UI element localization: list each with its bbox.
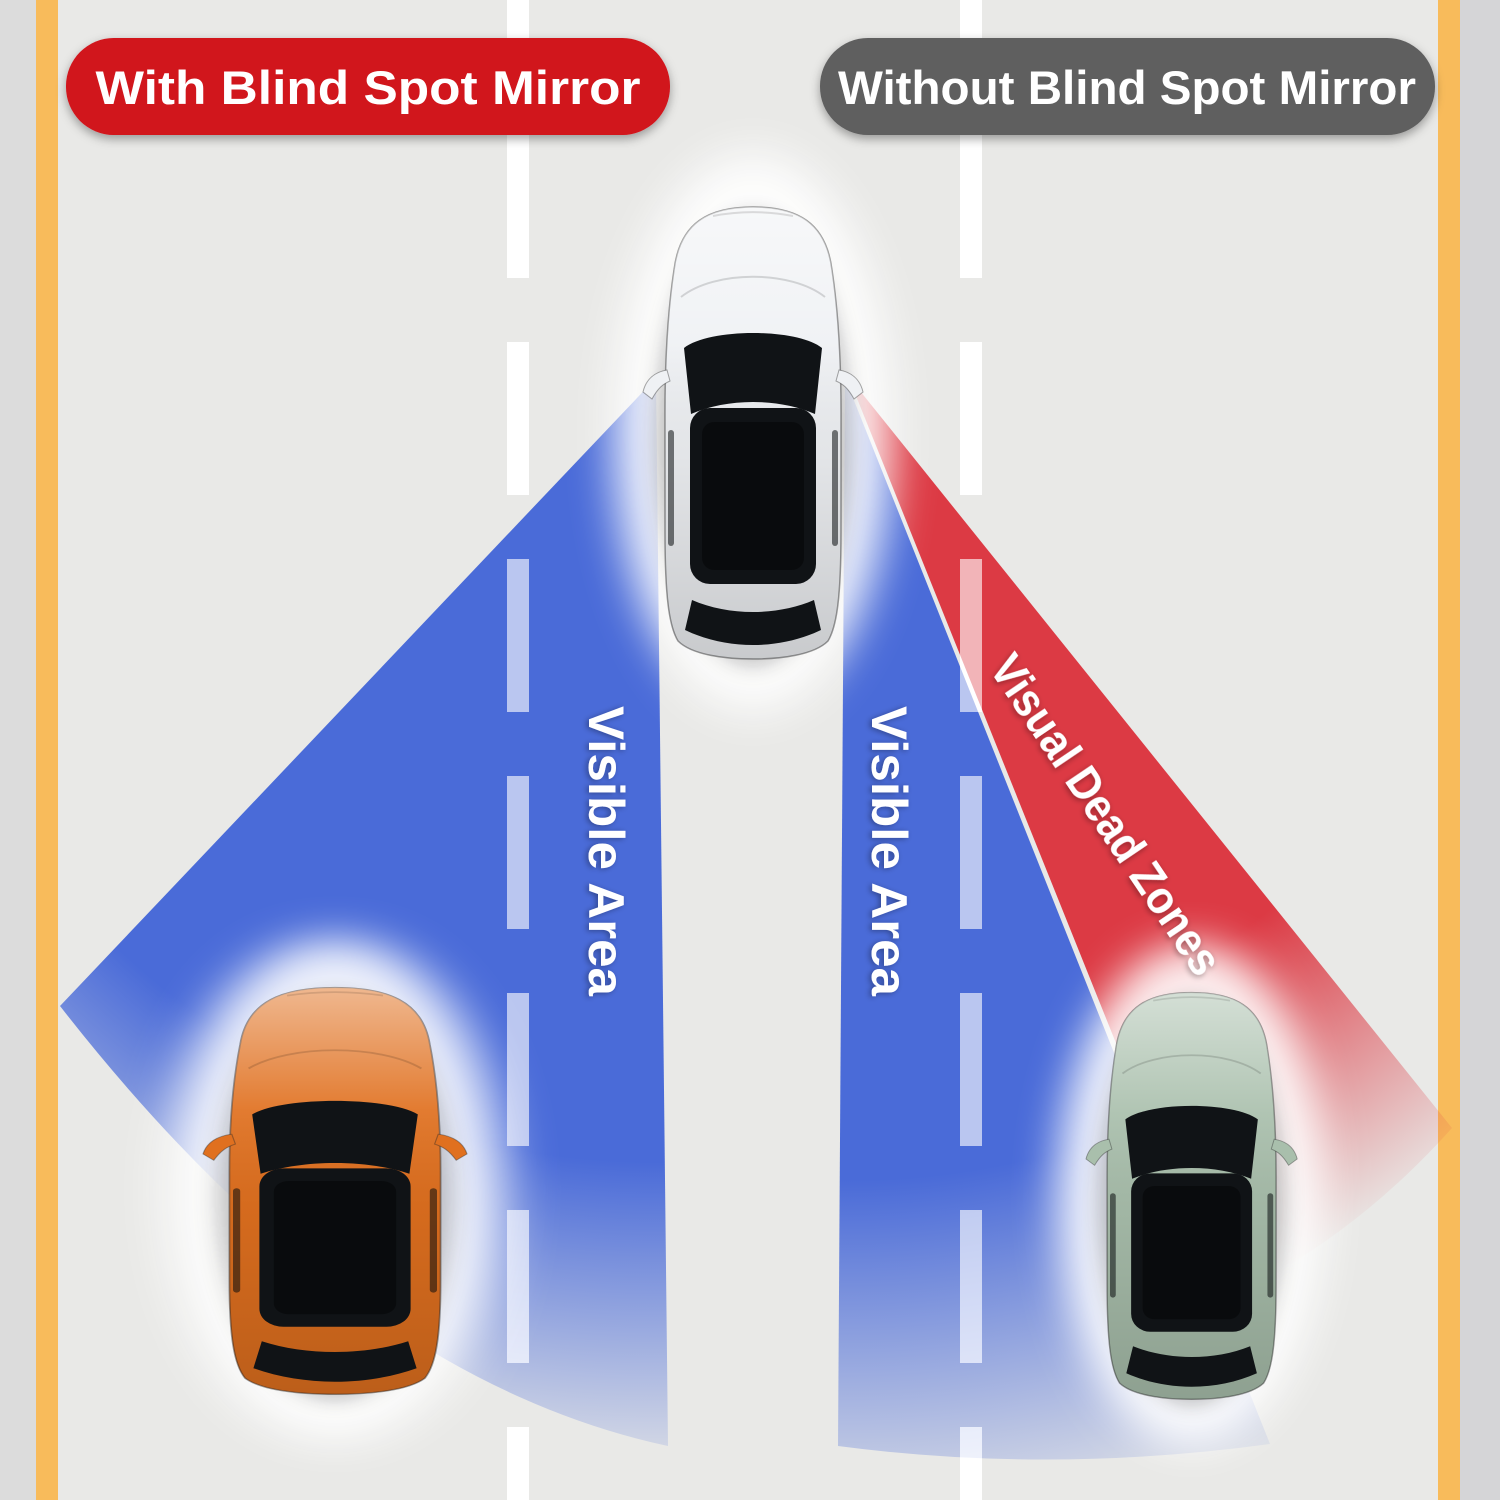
- right-shoulder: [1460, 0, 1500, 1500]
- edge-line-left: [36, 0, 58, 1500]
- lead-car-white: [613, 152, 893, 712]
- with-mirror-banner: With Blind Spot Mirror: [66, 38, 670, 135]
- left-shoulder: [0, 0, 36, 1500]
- without-mirror-banner: Without Blind Spot Mirror: [820, 38, 1435, 135]
- edge-line-right: [1438, 0, 1460, 1500]
- rear-car-orange: [167, 938, 503, 1442]
- visible-area-label-left: Visible Area: [578, 706, 634, 997]
- rear-car-green: [1057, 943, 1326, 1447]
- with-mirror-banner-label: With Blind Spot Mirror: [96, 61, 641, 114]
- with-mirror-banner-pill: [66, 38, 670, 135]
- without-mirror-banner-label: Without Blind Spot Mirror: [838, 61, 1416, 114]
- without-mirror-banner-pill: [820, 38, 1435, 135]
- visible-area-label-right: Visible Area: [861, 706, 917, 997]
